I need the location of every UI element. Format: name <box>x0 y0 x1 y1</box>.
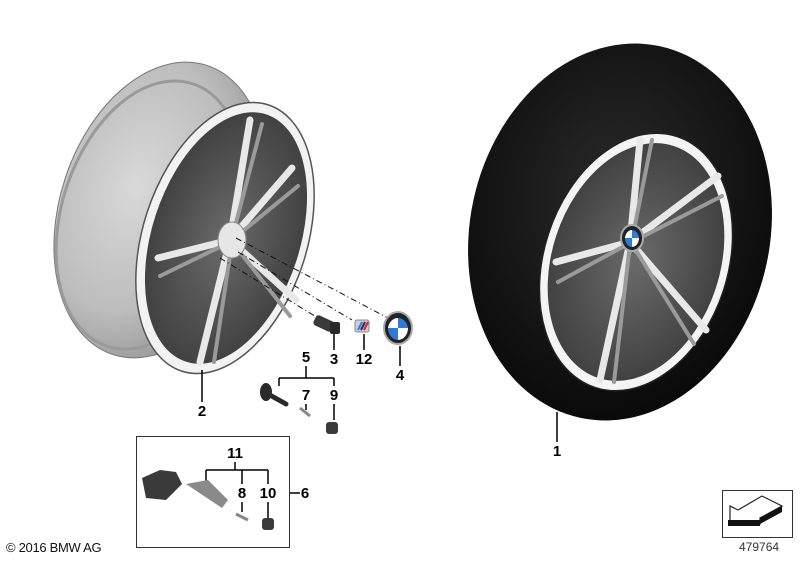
callout-6[interactable]: 6 <box>300 485 310 502</box>
tpms-inset-frame <box>136 436 290 548</box>
arrow-back-icon <box>728 495 784 526</box>
callout-1[interactable]: 1 <box>552 443 562 460</box>
callout-12[interactable]: 12 <box>355 351 373 368</box>
leader-lines <box>201 334 558 518</box>
back-navigation-button[interactable] <box>722 490 793 538</box>
explosion-lines <box>219 237 389 321</box>
callout-10[interactable]: 10 <box>259 485 277 502</box>
tpms-sensor-illustration <box>142 470 274 530</box>
m-badge-illustration <box>354 319 370 333</box>
callout-2[interactable]: 2 <box>197 403 207 420</box>
copyright-text: © 2016 BMW AG <box>6 540 102 555</box>
callout-9[interactable]: 9 <box>329 387 339 404</box>
callout-4[interactable]: 4 <box>395 367 405 384</box>
bmw-emblem-illustration <box>383 311 413 345</box>
wheel-bolt-illustration <box>313 315 340 334</box>
callout-7[interactable]: 7 <box>301 387 311 404</box>
callout-11[interactable]: 11 <box>227 445 243 462</box>
callout-8[interactable]: 8 <box>237 485 247 502</box>
complete-wheel-illustration <box>468 43 772 421</box>
callout-3[interactable]: 3 <box>329 351 339 368</box>
diagram-reference-number: 479764 <box>739 540 780 554</box>
valve-illustration <box>260 383 338 434</box>
rim-illustration <box>53 61 315 375</box>
callout-5[interactable]: 5 <box>301 349 311 366</box>
